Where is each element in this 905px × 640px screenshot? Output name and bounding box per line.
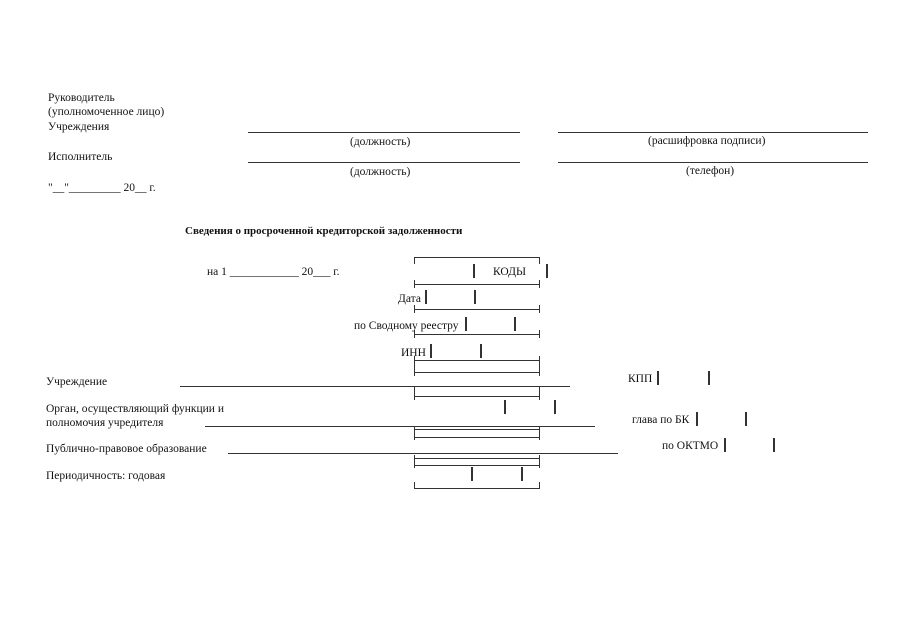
head-label-line1: Руководитель (48, 92, 115, 104)
registry-code-box-right[interactable] (514, 317, 516, 331)
head-position-field[interactable] (248, 132, 520, 133)
periodicity-code-box-right[interactable] (521, 467, 523, 481)
codes-rule (414, 284, 540, 285)
founder-code-box-left[interactable] (504, 400, 506, 414)
report-date-line[interactable]: на 1 ____________ 20___ г. (207, 266, 340, 278)
codes-tick (539, 330, 540, 338)
oktmo-code-box-left[interactable] (724, 438, 726, 452)
oktmo-label: по ОКТМО (662, 440, 719, 452)
position-caption-2: (должность) (350, 166, 411, 178)
head-label-line2: (уполномоченное лицо) (48, 106, 165, 118)
kpp-label: КПП (628, 373, 653, 385)
public-entity-field[interactable] (228, 453, 618, 454)
codes-tick (539, 280, 540, 288)
oktmo-code-box-right[interactable] (773, 438, 775, 452)
codes-rule (414, 360, 540, 361)
executor-label: Исполнитель (48, 151, 113, 163)
codes-rule (414, 465, 540, 466)
signature-caption: (расшифровка подписи) (648, 135, 766, 147)
codes-rule (414, 309, 540, 310)
phone-caption: (телефон) (686, 165, 735, 177)
periodicity-label: Периодичность: годовая (46, 470, 166, 482)
signature-date-line[interactable]: "__"_________ 20__ г. (48, 182, 156, 194)
codes-tick (414, 330, 415, 338)
public-entity-label: Публично-правовое образование (46, 443, 207, 455)
executor-position-field[interactable] (248, 162, 520, 163)
codes-tick (414, 426, 415, 440)
codes-tick (539, 455, 540, 468)
codes-tick (539, 426, 540, 440)
registry-code-box-left[interactable] (465, 317, 467, 331)
codes-rule (414, 334, 540, 335)
codes-tick (539, 482, 540, 489)
founder-field[interactable] (205, 426, 595, 427)
kpp-code-box-right[interactable] (708, 371, 710, 385)
institution-label: Учреждение (46, 376, 108, 388)
executor-phone-field[interactable] (558, 162, 868, 163)
codes-rule (414, 257, 540, 258)
codes-divider (546, 264, 548, 278)
institution-field[interactable] (180, 386, 570, 387)
head-signature-field[interactable] (558, 132, 868, 133)
report-title: Сведения о просроченной кредиторской зад… (185, 225, 463, 237)
inn-code-box-left[interactable] (430, 344, 432, 358)
codes-rule (414, 458, 540, 459)
codes-tick (414, 280, 415, 288)
codes-tick (414, 356, 415, 376)
codes-tick (414, 455, 415, 468)
codes-header: КОДЫ (493, 266, 526, 278)
date-code-box-left[interactable] (425, 290, 427, 304)
codes-tick (414, 482, 415, 489)
kpp-code-box-left[interactable] (657, 371, 659, 385)
codes-rule (414, 372, 540, 373)
codes-tick (414, 386, 415, 400)
date-code-box-right[interactable] (474, 290, 476, 304)
codes-tick (414, 257, 415, 264)
glava-code-box-right[interactable] (745, 412, 747, 426)
codes-tick (539, 257, 540, 264)
codes-divider (473, 264, 475, 278)
date-label: Дата (398, 293, 421, 305)
inn-code-box-right[interactable] (480, 344, 482, 358)
founder-code-box-right[interactable] (554, 400, 556, 414)
codes-tick (539, 356, 540, 376)
codes-tick (539, 386, 540, 400)
founder-label-line1: Орган, осуществляющий функции и (46, 403, 224, 415)
codes-rule (414, 437, 540, 438)
head-label-line3: Учреждения (48, 121, 110, 133)
registry-label: по Сводному реестру (354, 320, 459, 332)
codes-rule (414, 488, 540, 489)
codes-tick (414, 305, 415, 313)
codes-rule (414, 396, 540, 397)
position-caption: (должность) (350, 136, 411, 148)
inn-label: ИНН (401, 347, 426, 359)
founder-label-line2: полномочия учредителя (46, 417, 164, 429)
periodicity-code-box-left[interactable] (471, 467, 473, 481)
codes-rule (414, 429, 540, 430)
codes-tick (539, 305, 540, 313)
glava-label: глава по БК (632, 414, 690, 426)
glava-code-box-left[interactable] (696, 412, 698, 426)
